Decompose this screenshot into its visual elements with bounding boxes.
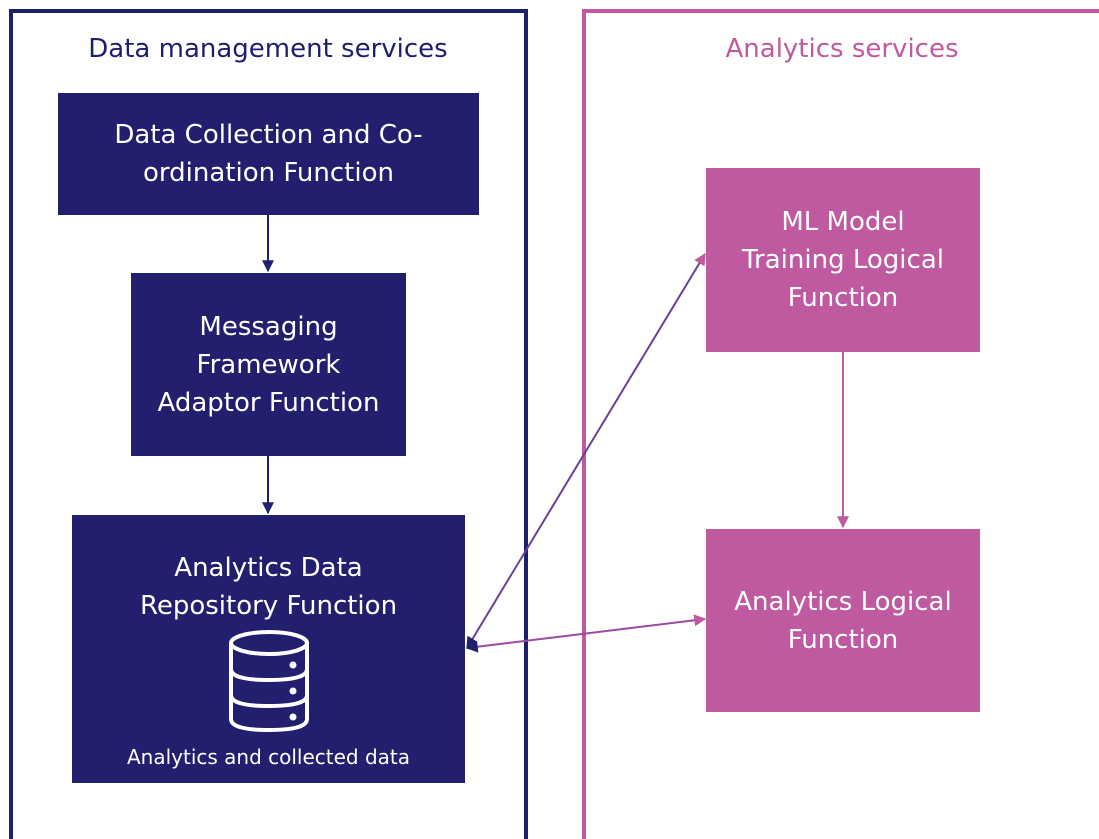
dccf-label: Data Collection and Co- ordination Funct…	[114, 120, 423, 188]
dccf-node: Data Collection and Co- ordination Funct…	[58, 93, 479, 215]
adrf-caption: Analytics and collected data	[126, 745, 411, 769]
analytics-services-title: Analytics services	[725, 34, 959, 64]
ml-model-training-node: ML Model Training Logical Function	[706, 168, 980, 352]
alf-label: Analytics Logical Function	[734, 586, 952, 655]
adrf-label: Analytics Data Repository Function	[139, 553, 398, 621]
adrf-node: Analytics Data Repository Function Analy…	[72, 515, 465, 783]
mfaf-label: Messaging Framework Adaptor Function	[157, 311, 380, 418]
analytics-services-group	[582, 9, 1099, 839]
analytics-logical-function-node: Analytics Logical Function	[706, 529, 980, 712]
database-icon	[229, 630, 309, 733]
mfaf-node: Messaging Framework Adaptor Function	[131, 273, 406, 456]
data-management-services-title: Data management services	[88, 34, 448, 64]
mltf-label: ML Model Training Logical Function	[742, 207, 944, 313]
